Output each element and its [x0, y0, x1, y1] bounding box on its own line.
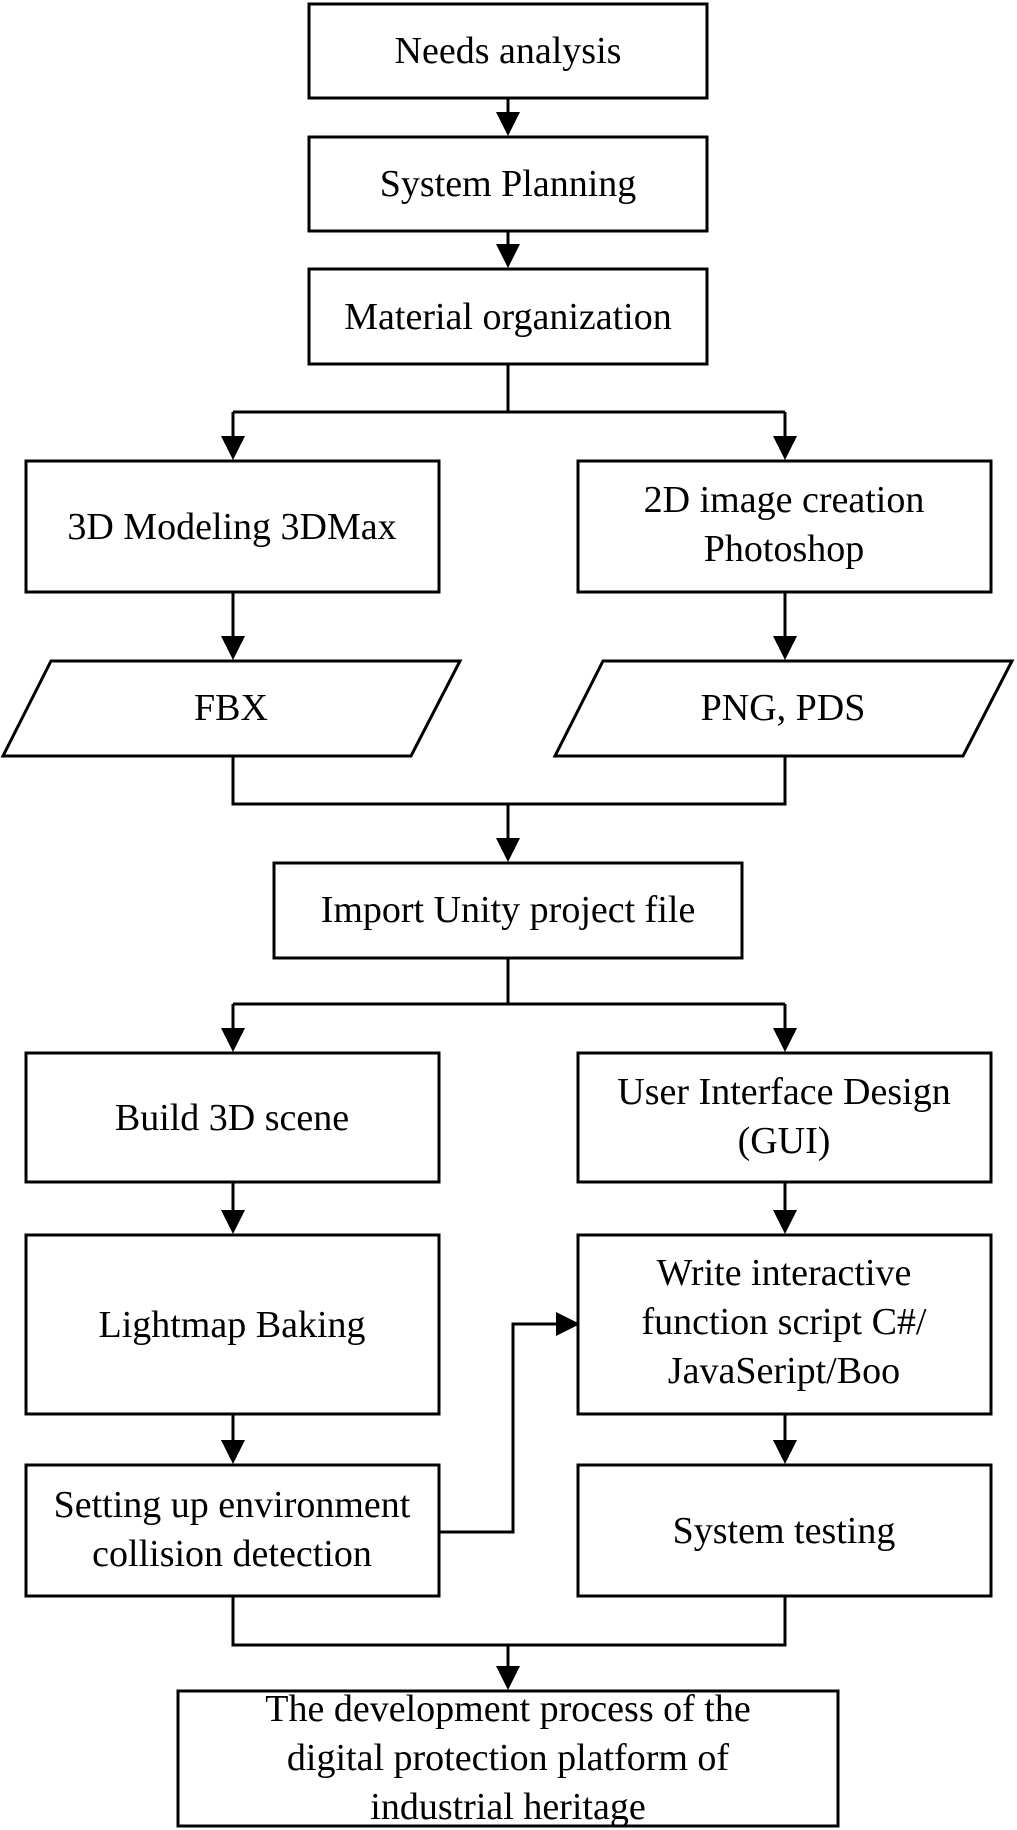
node-png-pds: PNG, PDS: [552, 659, 1015, 758]
arrowhead-planning: [496, 112, 520, 136]
edge-collision-script: [438, 1322, 560, 1534]
arrowhead-collision-script: [556, 1312, 580, 1336]
final-label-line3: industrial heritage: [370, 1786, 645, 1828]
node-user-interface-design: User Interface Design (GUI): [576, 1051, 993, 1184]
arrowhead-testing: [773, 1440, 797, 1464]
node-needs-analysis: Needs analysis: [307, 2, 709, 100]
needs-analysis-label: Needs analysis: [395, 30, 622, 72]
node-system-planning: System Planning: [307, 135, 709, 233]
arrowhead-script: [773, 1210, 797, 1234]
node-write-interactive-script: Write interactive function script C#/ Ja…: [576, 1233, 993, 1416]
node-fbx: FBX: [0, 659, 463, 758]
png-pds-label: PNG, PDS: [701, 687, 866, 729]
arrowhead-png: [773, 636, 797, 660]
arrowhead-material: [496, 244, 520, 268]
import-unity-label: Import Unity project file: [321, 889, 696, 931]
write-interactive-script-label-line3: JavaSeript/Boo: [668, 1350, 900, 1392]
arrowhead-scene: [221, 1028, 245, 1052]
arrowhead-lightmap: [221, 1210, 245, 1234]
2d-image-creation-label-line1: 2D image creation: [644, 479, 925, 521]
collision-detection-label-line2: collision detection: [92, 1533, 372, 1575]
node-system-testing: System testing: [576, 1463, 993, 1598]
arrowhead-collision: [221, 1440, 245, 1464]
arrowhead-modeling: [221, 436, 245, 460]
build-3d-scene-label: Build 3D scene: [115, 1097, 349, 1139]
user-interface-design-label-line2: (GUI): [738, 1120, 831, 1162]
node-build-3d-scene: Build 3D scene: [24, 1051, 441, 1184]
edge-fbx-merge: [231, 756, 787, 806]
arrowhead-fbx: [221, 636, 245, 660]
write-interactive-script-label-line1: Write interactive: [657, 1252, 912, 1294]
collision-detection-label-line1: Setting up environment: [54, 1484, 411, 1526]
user-interface-design-label-line1: User Interface Design: [617, 1071, 950, 1113]
system-planning-label: System Planning: [380, 163, 637, 205]
final-label-line1: The development process of the: [265, 1688, 750, 1730]
node-3d-modeling: 3D Modeling 3DMax: [24, 459, 441, 594]
material-organization-label: Material organization: [344, 296, 671, 338]
3d-modeling-label: 3D Modeling 3DMax: [67, 506, 396, 548]
node-2d-image-creation: 2D image creation Photoshop: [576, 459, 993, 594]
2d-image-creation-label-line2: Photoshop: [704, 528, 864, 570]
node-final-development-process: The development process of the digital p…: [176, 1688, 840, 1828]
arrowhead-import: [496, 838, 520, 862]
node-import-unity: Import Unity project file: [272, 861, 744, 960]
arrowhead-gui: [773, 1028, 797, 1052]
write-interactive-script-label-line2: function script C#/: [642, 1301, 927, 1343]
system-testing-label: System testing: [673, 1510, 896, 1552]
node-material-organization: Material organization: [307, 267, 709, 366]
node-collision-detection: Setting up environment collision detecti…: [24, 1463, 441, 1598]
connectors: [221, 98, 797, 1690]
final-label-line2: digital protection platform of: [287, 1737, 730, 1779]
lightmap-baking-label: Lightmap Baking: [98, 1304, 365, 1346]
fbx-label: FBX: [194, 687, 268, 729]
edge-final-merge: [231, 1596, 787, 1647]
arrowhead-final: [496, 1666, 520, 1690]
node-lightmap-baking: Lightmap Baking: [24, 1233, 441, 1416]
arrowhead-image2d: [773, 436, 797, 460]
